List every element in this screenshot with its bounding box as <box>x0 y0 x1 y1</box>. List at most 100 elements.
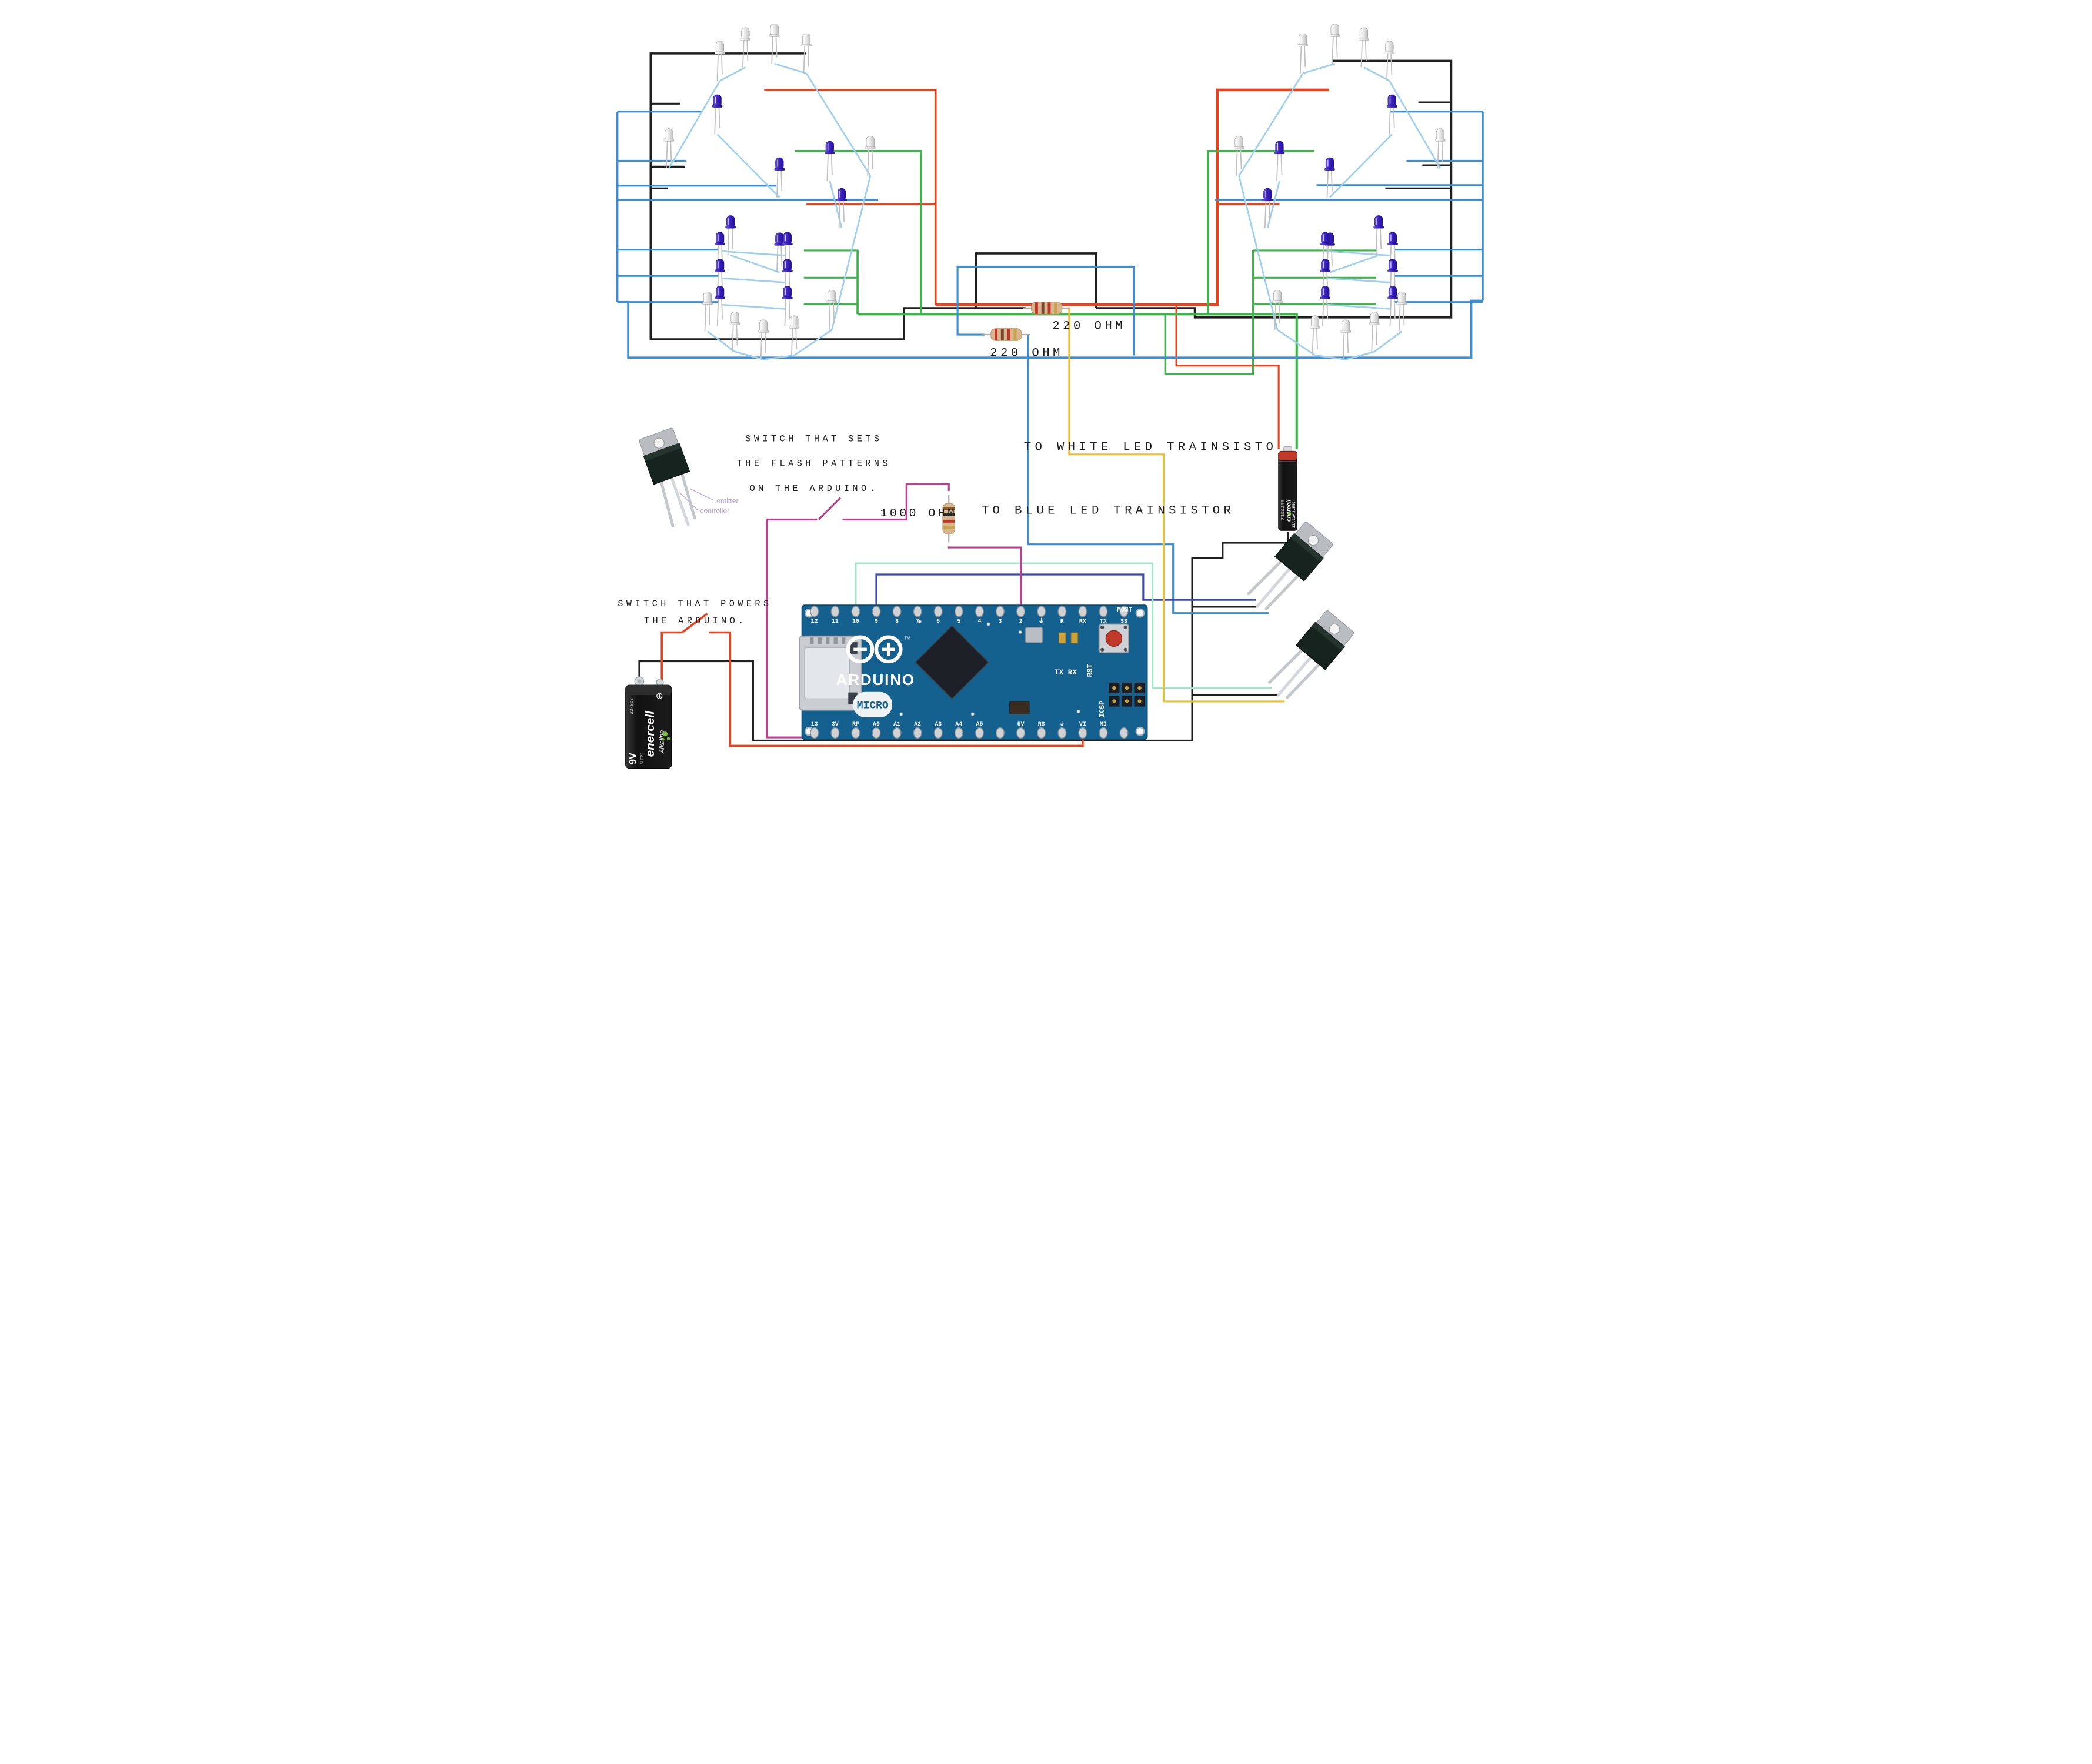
arduino-pin-top[interactable] <box>1099 606 1107 617</box>
arduino-reset-button[interactable] <box>1105 630 1122 647</box>
led-bulb <box>783 259 792 272</box>
led-bulb <box>1370 312 1379 325</box>
wire-lightblue-chain-right-11 <box>1329 254 1379 273</box>
arduino-pin-top[interactable] <box>872 606 880 617</box>
wire-lightblue-chain-left-7 <box>793 329 832 356</box>
led-flange <box>1233 146 1244 149</box>
arduino-pin-label-top: 4 <box>977 618 981 624</box>
led-leg-long <box>704 303 706 332</box>
wire-lightblue-chain-right-3 <box>1237 72 1303 176</box>
arduino-pin-bottom[interactable] <box>913 727 922 739</box>
led-leg-long <box>1389 297 1392 326</box>
arduino-pin-bottom[interactable] <box>809 727 819 739</box>
arduino-pin-label-top: ⏚ <box>1038 617 1044 624</box>
arduino-pin-bottom[interactable] <box>872 727 880 739</box>
led-leg-short <box>669 139 672 162</box>
arduino-pin-top[interactable] <box>995 606 1005 617</box>
arduino-pin-bottom[interactable] <box>1057 727 1066 739</box>
battery-9v-sku: 23-853 <box>630 698 635 714</box>
arduino-via <box>1076 709 1080 714</box>
arduino-oscillator <box>1025 627 1043 643</box>
arduino-pin-bottom[interactable] <box>1077 727 1087 739</box>
arduino-pin-top[interactable] <box>830 606 839 617</box>
led-flange <box>800 44 812 47</box>
led-leg-long <box>828 301 830 330</box>
arduino-logo-plus-v <box>886 643 890 656</box>
battery-9v-brand: enercell <box>643 710 657 757</box>
arduino-pin-bottom[interactable] <box>1036 727 1046 739</box>
arduino-pin-top[interactable] <box>892 606 902 617</box>
arduino-pin-bottom[interactable] <box>1119 727 1128 739</box>
led-flange <box>865 146 876 149</box>
wire-lightblue-chain-right-7 <box>1276 329 1316 356</box>
arduino-mount-hole <box>1135 726 1145 736</box>
arduino-pin-top[interactable] <box>850 606 860 617</box>
arduino-pin-top[interactable] <box>809 606 819 617</box>
transistor-body-top <box>643 443 681 462</box>
arduino-pin-bottom[interactable] <box>954 727 963 739</box>
arduino-pin-top[interactable] <box>1077 606 1087 617</box>
led-bulb <box>825 141 834 154</box>
led-leg-long <box>1312 326 1314 356</box>
arduino-pin-top[interactable] <box>1016 606 1025 617</box>
resistor-band <box>1000 329 1004 340</box>
diagram-label-9: THE ARDUINO. <box>643 616 746 626</box>
arduino-pin-top[interactable] <box>1119 606 1128 617</box>
arduino-pin-bottom[interactable] <box>1016 727 1025 739</box>
led-leg-long <box>803 45 805 74</box>
arduino-micro-badge <box>852 691 892 717</box>
wire-lightblue-chain-left-3 <box>805 72 871 176</box>
arduino-icsp-pin-center <box>1112 699 1116 703</box>
wire-magenta-57 <box>842 483 950 521</box>
resistor-band <box>1047 302 1050 314</box>
arduino-pin-top[interactable] <box>954 606 963 617</box>
arduino-pin-top[interactable] <box>975 606 984 617</box>
arduino-pin-top[interactable] <box>933 606 943 617</box>
resistor-220-2 <box>982 328 1030 341</box>
led-leg-long <box>776 243 779 273</box>
led-white-right <box>1309 315 1320 356</box>
arduino-pin-label-bottom: 5V <box>1017 721 1024 727</box>
arduino-usb-pin <box>833 637 838 644</box>
arduino-smd-cap <box>1009 701 1029 714</box>
wire-lightblue-chain-right-2 <box>1388 80 1441 169</box>
resistor-band <box>994 329 997 340</box>
resistor-220-1 <box>1022 302 1070 315</box>
transistor-white-leds <box>1246 522 1333 610</box>
arduino-pin-label-bottom: RS <box>1037 721 1045 727</box>
transistor-body-top <box>1290 533 1323 562</box>
arduino-pin-bottom[interactable] <box>995 727 1005 739</box>
resistor-band <box>1053 302 1057 314</box>
arduino-usb-pin <box>818 637 822 644</box>
arduino-pin-top[interactable] <box>913 606 922 617</box>
led-flange <box>740 38 750 41</box>
led-blue-left-grid <box>714 232 725 272</box>
arduino-via <box>917 619 922 624</box>
arduino-pin-bottom[interactable] <box>830 727 839 739</box>
battery-9v-plus-symbol: ⊕ <box>655 691 663 701</box>
arduino-icsp-pin-center <box>1125 699 1129 703</box>
led-leg-long <box>713 105 716 135</box>
arduino-pin-top[interactable] <box>1057 606 1066 617</box>
arduino-usb-face <box>803 647 850 700</box>
transistor-tab-hole <box>1307 535 1319 546</box>
arduino-pin-bottom[interactable] <box>892 727 902 739</box>
led-bulb <box>1374 215 1383 228</box>
arduino-via <box>986 622 990 626</box>
led-leg-long <box>760 330 762 360</box>
led-leg-long <box>716 52 719 81</box>
led-bulb <box>713 94 722 108</box>
led-bulb <box>1320 286 1329 299</box>
diagram-label-2: 1000 OHM <box>880 507 957 520</box>
wire-red-20 <box>708 631 1084 747</box>
transistor-leg <box>1267 647 1304 684</box>
arduino-pin-bottom[interactable] <box>850 727 860 739</box>
arduino-pin-bottom[interactable] <box>975 727 984 739</box>
arduino-pin-top[interactable] <box>1036 606 1046 617</box>
wire-lightblue-63 <box>1327 277 1391 283</box>
arduino-pin-bottom[interactable] <box>1099 727 1107 739</box>
arduino-pin-label-bottom: A0 <box>873 721 880 727</box>
arduino-pin-bottom[interactable] <box>933 727 943 739</box>
